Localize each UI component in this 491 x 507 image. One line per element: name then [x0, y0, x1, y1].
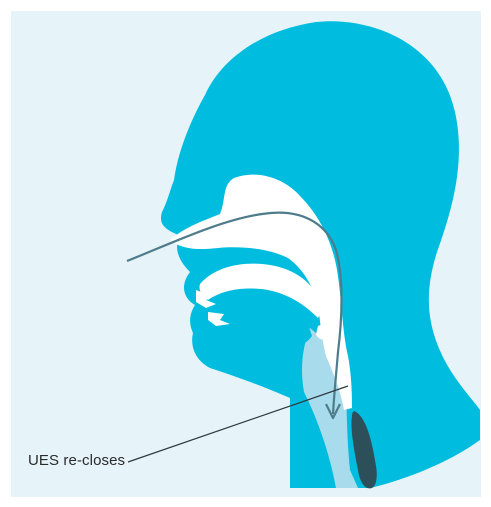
- ues-label: UES re-closes: [28, 452, 125, 469]
